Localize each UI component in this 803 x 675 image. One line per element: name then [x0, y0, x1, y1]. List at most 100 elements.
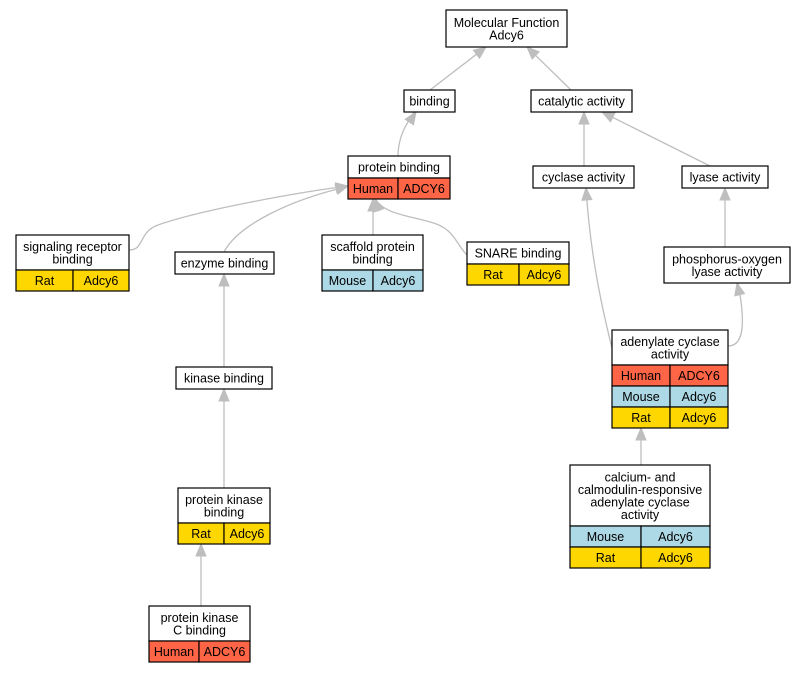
node-title-line: catalytic activity	[538, 95, 626, 109]
node-title-line: C binding	[173, 623, 226, 637]
node-title-box	[663, 246, 791, 284]
node-title-line: binding	[204, 505, 244, 519]
node-binding[interactable]: binding	[403, 89, 456, 113]
node-title-box	[403, 89, 456, 113]
species-label: Rat	[631, 411, 651, 425]
edge-line	[375, 199, 468, 256]
node-title-line: kinase binding	[184, 372, 264, 386]
edge-line	[429, 53, 478, 91]
edge-line	[223, 186, 347, 253]
node-title-box	[148, 605, 251, 642]
gene-cell	[372, 269, 424, 292]
edge-arrowhead	[734, 281, 746, 297]
node-title-line: scaffold protein	[330, 240, 415, 254]
edge-line	[534, 54, 572, 91]
node-title-line: Molecular Function	[454, 16, 560, 30]
node-enzyme-binding[interactable]: enzyme binding	[174, 251, 275, 275]
edge-lyase_activity-to-catalytic_activity	[600, 111, 711, 167]
node-title-line: signaling receptor	[23, 240, 122, 254]
node-title-line: lyase activity	[690, 171, 762, 185]
gene-label: ADCY6	[678, 369, 720, 383]
node-catalytic-activity[interactable]: catalytic activity	[530, 89, 633, 113]
edge-arrowhead	[373, 197, 385, 213]
edge-protein_kinase_binding-to-kinase_binding	[218, 387, 230, 488]
edge-phosphorus_oxygen_lyase_activity-to-lyase_activity	[719, 186, 731, 247]
node-kinase-binding[interactable]: kinase binding	[175, 366, 273, 390]
edge-adenylate_cyclase_activity-to-cyclase_activity	[581, 186, 613, 349]
node-title-box	[445, 9, 568, 48]
node-title-box	[15, 234, 130, 271]
node-cyclase-activity[interactable]: cyclase activity	[532, 165, 635, 189]
node-title-line: calcium- and	[605, 470, 676, 484]
edge-line	[128, 185, 349, 251]
gene-cell	[669, 406, 729, 429]
node-title-box	[681, 165, 769, 189]
edge-arrowhead	[600, 111, 616, 123]
species-label: Mouse	[329, 274, 367, 288]
node-title-line: lyase activity	[692, 265, 764, 279]
gene-cell	[518, 263, 570, 286]
edge-arrowhead	[472, 46, 488, 60]
node-title-line: protein kinase	[185, 493, 263, 507]
species-label: Rat	[35, 274, 55, 288]
gene-label: Adcy6	[84, 274, 119, 288]
gene-cell	[640, 546, 711, 569]
node-title-line: cyclase activity	[542, 171, 626, 185]
node-title-box	[569, 464, 711, 527]
node-calcium-calmodulin-adenylate-cyclase[interactable]: calcium- andcalmodulin-responsiveadenyla…	[569, 464, 711, 569]
gene-label: Adcy6	[682, 411, 717, 425]
node-title-box	[321, 234, 424, 271]
edge-arrowhead	[404, 110, 417, 126]
edge-arrowhead	[526, 46, 540, 60]
edges-layer	[128, 46, 746, 606]
annotation-row-rat: Rat Adcy6	[15, 269, 130, 292]
node-title-line: Adcy6	[489, 28, 524, 42]
species-label: Human	[154, 645, 194, 659]
species-label: Mouse	[622, 390, 660, 404]
edge-arrowhead	[581, 186, 593, 201]
edge-cyclase_activity-to-catalytic_activity	[578, 110, 590, 166]
edge-kinase_binding-to-enzyme_binding	[218, 272, 230, 367]
gene-label: Adcy6	[658, 530, 693, 544]
node-title-line: binding	[352, 252, 392, 266]
node-title-line: adenylate cyclase	[590, 495, 689, 509]
gene-label: Adcy6	[381, 274, 416, 288]
gene-label: Adcy6	[230, 527, 265, 541]
edge-line	[585, 187, 613, 349]
gene-cell	[198, 640, 251, 663]
edge-arrowhead	[218, 272, 230, 287]
annotation-row-mouse: Mouse Adcy6	[321, 269, 424, 292]
gene-cell	[72, 269, 130, 292]
edge-line	[611, 116, 711, 167]
node-title-line: binding	[52, 252, 92, 266]
node-title-line: protein binding	[358, 161, 440, 175]
edge-adenylate_cyclase_activity-to-phosphorus_oxygen_lyase_activity	[727, 281, 746, 347]
edge-arrowhead	[334, 183, 350, 195]
node-title-box	[532, 165, 635, 189]
edge-arrowhead	[218, 387, 230, 402]
species-label: Rat	[483, 268, 503, 282]
edge-arrowhead	[195, 542, 207, 557]
gene-label: Adcy6	[658, 551, 693, 565]
edge-calcium_calmodulin_adenylate_cyclase-to-adenylate_cyclase_activity	[635, 426, 647, 465]
node-lyase-activity[interactable]: lyase activity	[681, 165, 769, 189]
edge-arrowhead	[719, 186, 731, 201]
